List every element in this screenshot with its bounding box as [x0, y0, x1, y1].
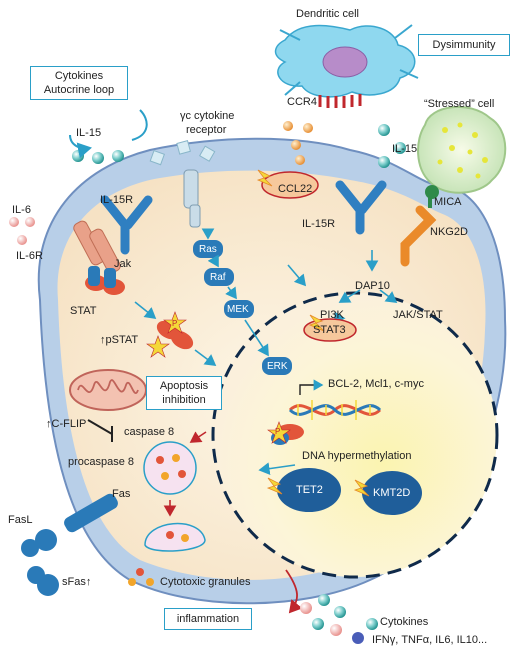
label-raf: Raf	[210, 272, 226, 283]
label-il15-left: IL-15	[76, 127, 102, 139]
vesicle-top	[143, 441, 197, 495]
fas-receptor	[64, 493, 118, 533]
label-stat3: STAT3	[313, 324, 346, 336]
il15r-right-receptor	[335, 180, 387, 235]
label-fas: Fas	[112, 488, 131, 500]
label-il6: IL-6	[12, 204, 31, 216]
label-dap10: DAP10	[355, 280, 390, 292]
label-gamma-c-2: receptor	[186, 124, 227, 136]
label-caspase8: caspase 8	[124, 426, 175, 438]
label-il15r-right: IL-15R	[302, 218, 336, 230]
label-il15r-left: IL-15R	[100, 194, 134, 206]
il15-left-particles	[69, 109, 148, 164]
kmt2d-oval	[362, 471, 422, 515]
il6-particles	[9, 217, 35, 245]
il6r-receptor	[73, 220, 121, 274]
gamma-c-squares	[149, 140, 216, 166]
dna-helix	[288, 379, 382, 420]
label-apoptosis-1: Apoptosis	[159, 380, 209, 392]
vesicle-bottom	[144, 522, 206, 552]
label-fasl: FasL	[8, 514, 33, 526]
label-nkg2d: NKG2D	[430, 226, 468, 238]
label-jak: Jak	[114, 258, 132, 270]
label-cytokines: Cytokines	[380, 616, 429, 628]
label-il6r: IL-6R	[16, 250, 43, 262]
stressed-cell-graphic	[417, 105, 507, 208]
label-erk: ERK	[267, 361, 288, 372]
label-cytokine-list: IFNγ, TNFα, IL6, IL10...	[372, 634, 488, 646]
label-mek: MEK	[227, 304, 249, 315]
fasl-and-sfas	[21, 529, 59, 596]
apoptosis-box: Apoptosis inhibition	[146, 376, 222, 410]
label-bcl2: BCL-2, Mcl1, c-myc	[328, 378, 424, 390]
dendritic-cell-graphic	[274, 24, 419, 108]
label-procaspase8: procaspase 8	[68, 456, 135, 468]
label-ras: Ras	[199, 244, 217, 255]
label-stat: STAT	[70, 305, 97, 317]
signal-nodes	[193, 240, 292, 375]
cytokines-autocrine-box: Cytokines Autocrine loop	[30, 66, 128, 100]
label-cytokines-autocrine-1: Cytokines	[54, 70, 104, 82]
label-apoptosis-2: inhibition	[162, 394, 206, 406]
granules-legend	[128, 568, 154, 586]
cytokine-particles	[300, 594, 378, 644]
label-dendritic-cell: Dendritic cell	[296, 8, 359, 20]
label-kmt2d: KMT2D	[373, 487, 411, 499]
label-cflip: ↑C-FLIP	[46, 418, 87, 430]
ccl22-particles	[283, 121, 313, 165]
dysimmunity-box: Dysimmunity	[418, 34, 510, 56]
label-stressed-cell: “Stressed” cell	[424, 98, 495, 110]
label-mica: MICA	[434, 196, 462, 208]
ccl22-oval	[261, 171, 319, 199]
label-ccr4: CCR4	[287, 96, 317, 108]
label-cytokines-autocrine-2: Autocrine loop	[43, 84, 115, 96]
label-gamma-c-1: γc cytokine	[180, 110, 235, 122]
label-tet2: TET2	[296, 484, 323, 496]
label-ccl22: CCL22	[278, 183, 313, 195]
label-pstat: ↑pSTAT	[100, 334, 139, 346]
il15r-left-receptor	[100, 195, 153, 255]
label-p-2: P	[275, 427, 281, 436]
gamma-c-receptor	[183, 169, 201, 228]
label-p-1: P	[172, 319, 178, 328]
label-pi3k: PI3K	[320, 309, 344, 321]
mitochondrion-graphic	[69, 369, 147, 411]
label-dna-hyper: DNA hypermethylation	[302, 450, 412, 462]
nkg2d-receptor	[400, 205, 437, 267]
label-cytotoxic: Cytotoxic granules	[160, 576, 251, 588]
label-sfas: sFas↑	[62, 576, 92, 588]
label-il15-right: IL-15	[392, 143, 418, 155]
inflammation-box: inflammation	[164, 608, 252, 630]
pstat-dimer	[146, 311, 194, 358]
il15-right-particles	[378, 124, 406, 168]
tet2-oval	[277, 468, 341, 512]
label-jak-stat: JAK/STAT	[393, 309, 443, 321]
